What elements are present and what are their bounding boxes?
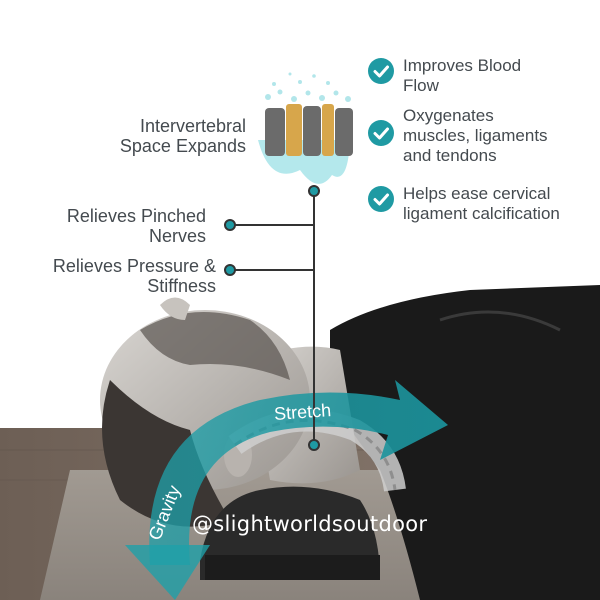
check-circle-icon [368, 58, 394, 84]
spine-vertebrae-icon [258, 72, 353, 184]
check-circle-icon [368, 186, 394, 212]
benefit-item: Helps ease cervical ligament calcificati… [368, 184, 598, 228]
spine-expands-label: Intervertebral Space Expands [70, 116, 246, 156]
benefit-text: Helps ease cervical ligament calcificati… [403, 184, 600, 224]
benefit-text: Improves Blood Flow [403, 56, 600, 96]
connector-lines [232, 191, 315, 445]
benefit-line: Helps ease cervical [403, 184, 551, 203]
gravity-arrowhead [125, 545, 210, 600]
pinched-nerves-label: Relieves Pinched Nerves [10, 206, 206, 246]
label-line: Stiffness [147, 276, 216, 296]
black-shirt [330, 285, 600, 600]
benefit-line: muscles, ligaments [403, 126, 548, 145]
spine-label-line: Intervertebral [139, 116, 246, 136]
watermark-handle: @slightworldsoutdoor [192, 512, 428, 536]
stretch-label: Stretch [273, 400, 331, 424]
label-line: Relieves Pinched [66, 206, 206, 226]
benefit-text: Oxygenates muscles, ligaments and tendon… [403, 106, 600, 166]
benefit-line: ligament calcification [403, 204, 560, 223]
benefit-line: Oxygenates [403, 106, 494, 125]
label-line: Relieves Pressure & [52, 256, 216, 276]
pressure-stiffness-label: Relieves Pressure & Stiffness [6, 256, 216, 296]
check-circle-icon [368, 120, 394, 146]
benefit-line: and tendons [403, 146, 497, 165]
benefit-item: Improves Blood Flow [368, 56, 598, 100]
connector-dots [224, 185, 320, 451]
benefit-line: Improves Blood [403, 56, 522, 75]
stretch-arrow [149, 380, 448, 565]
label-line: Nerves [148, 226, 206, 246]
benefit-line: Flow [403, 76, 439, 95]
benefit-item: Oxygenates muscles, ligaments and tendon… [368, 106, 598, 170]
beard [140, 312, 290, 380]
spine-label-line: Space Expands [119, 136, 246, 156]
